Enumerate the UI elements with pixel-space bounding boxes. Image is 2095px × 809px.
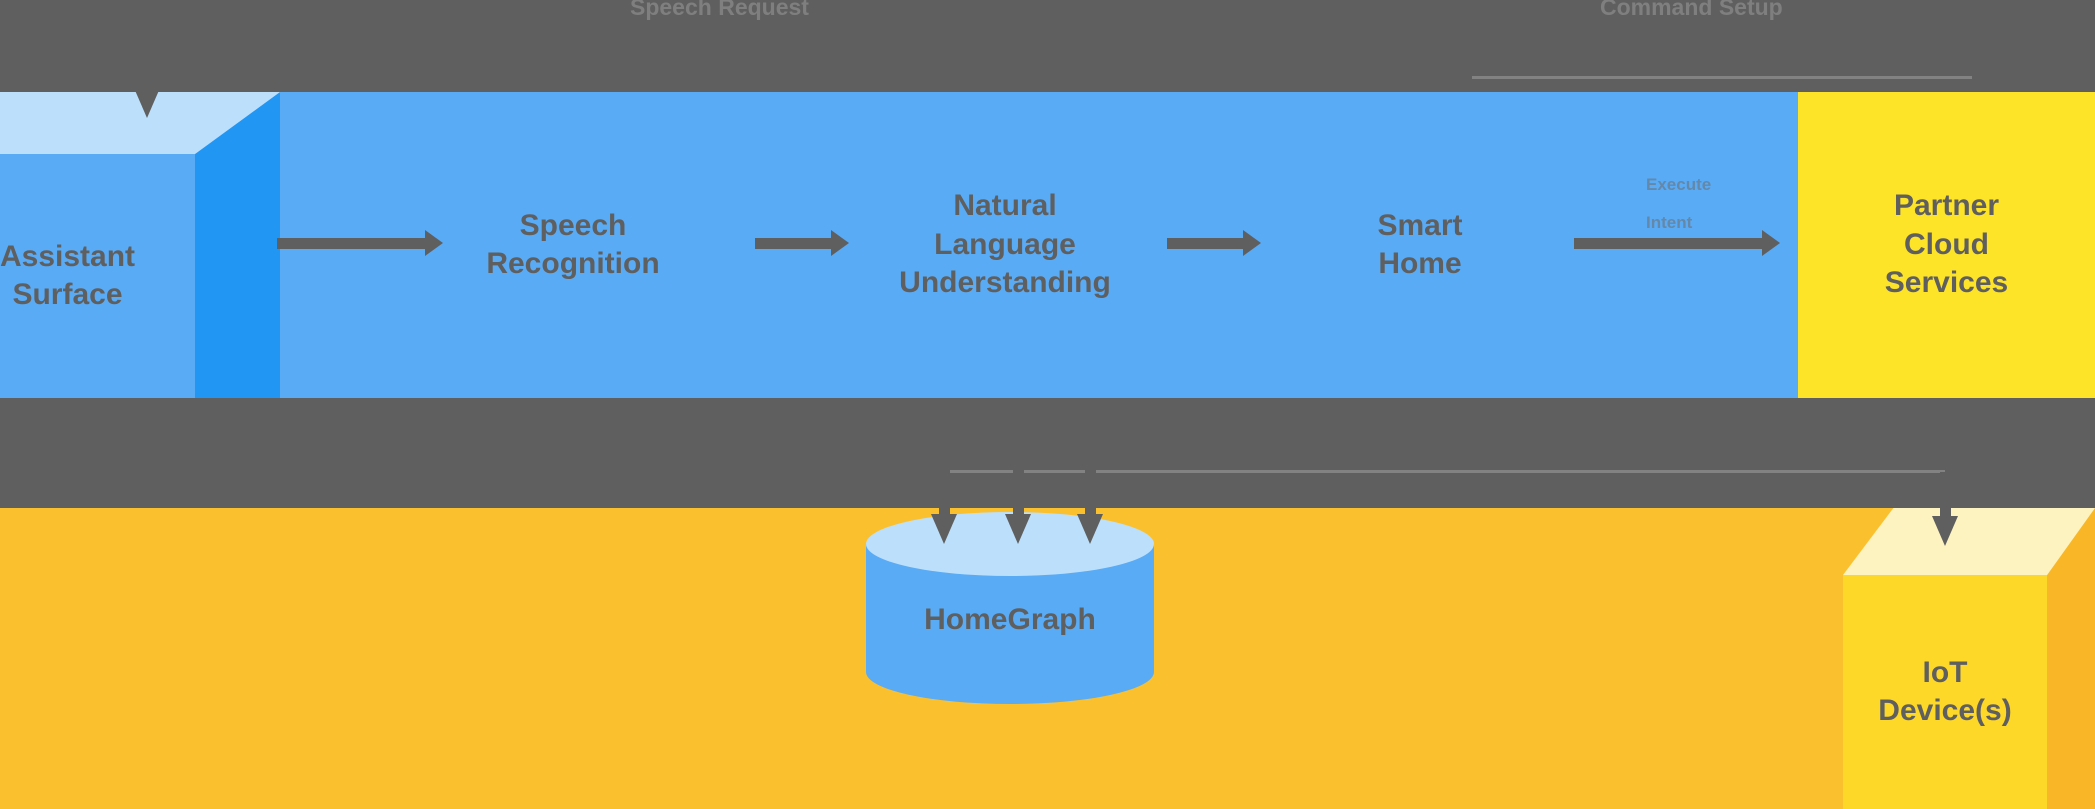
speech-recognition-line2: Recognition bbox=[486, 247, 660, 280]
assistant-surface-line1: Assistant bbox=[0, 239, 136, 273]
top-title-left: Speech Request bbox=[630, 0, 809, 20]
assistant-surface-front-face bbox=[0, 154, 195, 398]
assistant-surface-line2: Surface bbox=[12, 278, 123, 311]
partner-cloud-line2: Cloud bbox=[1904, 227, 1989, 261]
arrow-down-into-iot-devices bbox=[1932, 472, 1958, 546]
speech-recognition-line1: Speech bbox=[519, 208, 627, 242]
iot-devices-front-face bbox=[1843, 575, 2047, 809]
node-speech-recognition[interactable]: Speech Recognition bbox=[458, 92, 688, 398]
nlu-line1: Natural bbox=[953, 189, 1057, 223]
connector-line-top-right bbox=[1472, 76, 1972, 79]
arrow-down-into-homegraph-1 bbox=[931, 470, 957, 544]
annotation-execute-line2: Intent bbox=[1646, 213, 1693, 232]
assistant-surface-label: Assistant Surface bbox=[0, 154, 195, 398]
iot-devices-line2: Device(s) bbox=[1878, 694, 2012, 727]
node-smart-home[interactable]: Smart Home bbox=[1310, 92, 1530, 398]
connector-line-homegraph-right bbox=[1085, 470, 1945, 473]
annotation-execute-line1: Execute bbox=[1646, 175, 1712, 194]
partner-cloud-line3: Services bbox=[1884, 266, 2009, 300]
iot-devices-top-face bbox=[1843, 508, 2095, 575]
partner-cloud-line1: Partner bbox=[1893, 189, 2000, 223]
nlu-line3: Understanding bbox=[899, 266, 1111, 300]
arrow-down-into-assistant-surface bbox=[134, 40, 160, 118]
iot-devices-label: IoT Device(s) bbox=[1843, 575, 2047, 809]
arrow-smart-home-to-partner-cloud bbox=[1574, 230, 1780, 256]
arrow-speech-recognition-to-nlu bbox=[755, 230, 849, 256]
arrow-nlu-to-smart-home bbox=[1167, 230, 1261, 256]
arrow-assistant-surface-to-speech-recognition bbox=[277, 230, 443, 256]
nlu-line2: Language bbox=[934, 227, 1076, 261]
node-iot-devices[interactable]: IoT Device(s) bbox=[1843, 508, 2095, 809]
node-assistant-surface[interactable]: Assistant Surface bbox=[0, 92, 390, 398]
partner-cloud-services-label: Partner Cloud Services bbox=[1798, 92, 2095, 398]
arrow-down-into-homegraph-3 bbox=[1077, 470, 1103, 544]
node-homegraph[interactable]: HomeGraph bbox=[866, 512, 1154, 704]
node-natural-language-understanding[interactable]: Natural Language Understanding bbox=[860, 92, 1150, 398]
arrow-down-into-homegraph-2 bbox=[1005, 470, 1031, 544]
smart-home-line1: Smart bbox=[1377, 208, 1463, 242]
homegraph-label: HomeGraph bbox=[924, 603, 1096, 636]
top-title-right: Command Setup bbox=[1600, 0, 1783, 20]
smart-home-line2: Home bbox=[1378, 247, 1462, 280]
node-partner-cloud-services[interactable]: Partner Cloud Services bbox=[1798, 92, 2095, 398]
iot-devices-line1: IoT bbox=[1922, 655, 1968, 689]
